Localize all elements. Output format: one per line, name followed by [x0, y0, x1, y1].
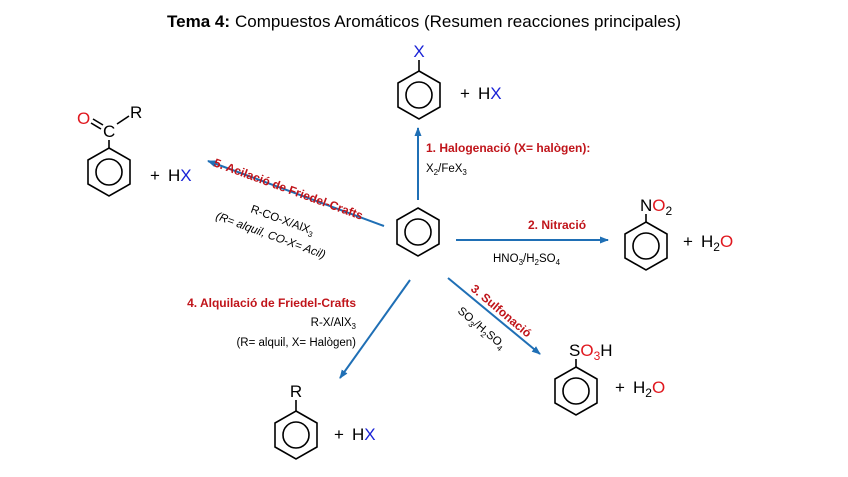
substituent-r-acyl: R — [130, 103, 142, 122]
carbonyl-oxygen: O — [77, 109, 90, 128]
reagent-nitration: HNO3/H2SO4 — [493, 253, 561, 267]
product-acylbenzene: O C R — [77, 103, 142, 197]
label-alkylation: 4. Alquilació de Friedel-Crafts — [187, 296, 356, 310]
substituent-x: X — [413, 42, 424, 61]
byproduct-hx-acylation: HX — [168, 166, 192, 185]
reagent-alkylation: R-X/AlX3 — [311, 317, 357, 331]
arrow-sulfonation — [447, 277, 541, 355]
byproduct-hx-alkylation: HX — [352, 425, 376, 444]
product-nitrobenzene: NO2 — [624, 196, 673, 271]
substituent-no2: NO2 — [640, 196, 673, 218]
plus-sulfonation: + — [615, 378, 625, 397]
byproduct-hx-halogenation: HX — [478, 84, 502, 103]
label-acylation: 5. Acilació de Friedel-Crafts — [212, 156, 365, 223]
plus-nitration: + — [683, 232, 693, 251]
plus-halogenation: + — [460, 84, 470, 103]
note-alkylation: (R= alquil, X= Halògen) — [236, 337, 356, 349]
product-halobenzene: X — [397, 42, 441, 120]
substituent-r: R — [290, 382, 302, 401]
arrow-alkylation — [339, 279, 411, 379]
byproduct-water-nitration: H2O — [701, 232, 733, 254]
reagent-halogenation: X2/FeX3 — [426, 163, 467, 177]
plus-acylation: + — [150, 166, 160, 185]
central-benzene — [396, 207, 440, 257]
byproduct-water-sulfonation: H2O — [633, 378, 665, 400]
product-alkylbenzene: R — [274, 382, 318, 460]
product-benzenesulfonic-acid: SO3H — [554, 341, 613, 416]
label-halogenation: 1. Halogenació (X= halògen): — [426, 141, 590, 155]
substituent-so3h: SO3H — [569, 341, 613, 363]
page-title: Tema 4:Compuestos Aromáticos (Resumen re… — [167, 12, 681, 31]
label-nitration: 2. Nitració — [528, 218, 586, 232]
arrow-acylation — [207, 160, 385, 227]
carbonyl-carbon: C — [103, 122, 115, 141]
plus-alkylation: + — [334, 425, 344, 444]
